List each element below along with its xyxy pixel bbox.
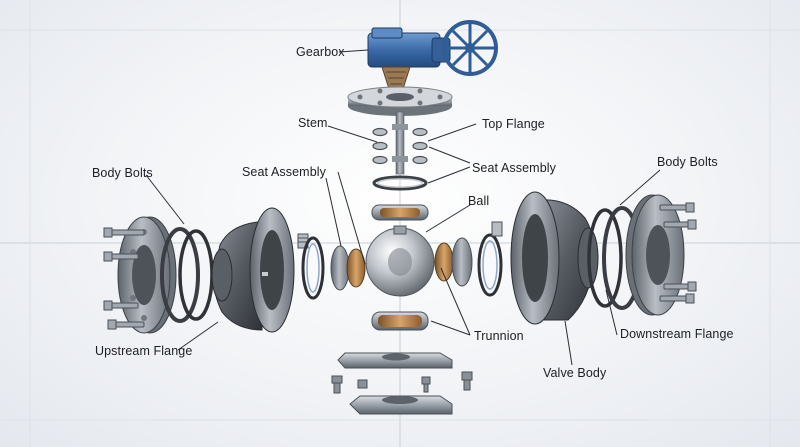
label-upstream-flange: Upstream Flange	[95, 344, 193, 358]
valve-body-left-icon	[211, 207, 295, 333]
stem-gasket-icon	[372, 175, 428, 191]
top-flange-icon	[347, 86, 453, 116]
label-seat-assembly-right: Seat Assembly	[472, 161, 556, 175]
label-valve-body: Valve Body	[543, 366, 607, 380]
label-seat-assembly-left: Seat Assembly	[242, 165, 326, 179]
seat-assembly-left-icon	[297, 233, 366, 300]
gearbox-icon	[367, 20, 498, 93]
label-ball: Ball	[468, 194, 490, 208]
seat-assembly-right-icon	[434, 221, 503, 297]
label-downstream-flange: Downstream Flange	[620, 327, 734, 341]
label-stem: Stem	[298, 116, 328, 130]
bottom-flange-plate-icon	[349, 395, 453, 415]
label-top-flange: Top Flange	[482, 117, 545, 131]
label-gearbox: Gearbox	[296, 45, 345, 59]
leader-lines	[145, 49, 661, 366]
top-seat-ring-icon	[371, 204, 429, 221]
bottom-seat-ring-icon	[371, 311, 429, 331]
label-trunnion: Trunnion	[474, 329, 524, 343]
label-body-bolts-right: Body Bolts	[657, 155, 718, 169]
ball-icon	[365, 225, 435, 297]
label-body-bolts-left: Body Bolts	[92, 166, 153, 180]
body-bolts-right-icon	[659, 202, 697, 304]
valve-body-right-icon	[510, 191, 599, 325]
trunnion-plate-icon	[337, 352, 453, 369]
stem-icon	[392, 111, 408, 175]
stem-packing-icon	[372, 127, 428, 165]
trunnion-bolts-icon	[331, 371, 473, 394]
body-bolts-left-icon	[103, 227, 145, 330]
